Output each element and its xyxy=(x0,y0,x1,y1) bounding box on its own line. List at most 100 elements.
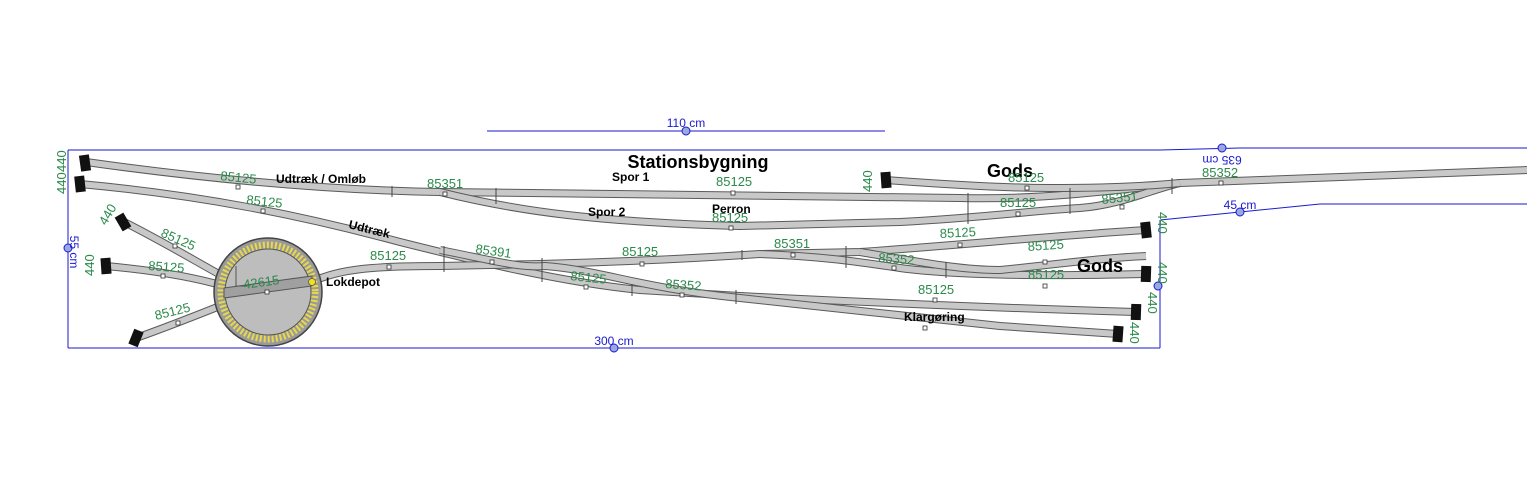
part-code: 85352 xyxy=(665,276,702,293)
turntable xyxy=(213,237,323,347)
dimension-markers xyxy=(63,126,1245,353)
part-marker xyxy=(1024,185,1030,191)
part-code: 85125 xyxy=(939,224,976,241)
buffer-code: 440 xyxy=(54,150,69,172)
part-marker xyxy=(1218,180,1224,186)
track-spur-2 xyxy=(105,263,225,289)
dim-marker-top xyxy=(681,126,691,136)
label-spor2: Spor 2 xyxy=(588,205,626,219)
dim-label-top: 110 cm xyxy=(667,116,705,130)
dim-marker-right-edge xyxy=(1153,281,1163,291)
buffer-code: 440 xyxy=(1127,322,1142,344)
dim-label-left: 55 cm xyxy=(67,236,81,269)
part-code: 85125 xyxy=(570,268,608,287)
part-marker xyxy=(386,264,392,270)
board-extension-top xyxy=(1159,147,1527,151)
track-spor2 xyxy=(439,180,1181,229)
track-joints xyxy=(391,178,1173,304)
part-marker xyxy=(442,191,448,197)
part-code: 85351 xyxy=(774,236,810,251)
part-codes: 85125 85125 85351 85125 85125 85125 8535… xyxy=(148,165,1238,323)
buffer-stop xyxy=(1140,265,1152,283)
buffer-code: 440 xyxy=(96,201,120,227)
turntable-pivot xyxy=(308,278,316,286)
dim-marker-right xyxy=(1235,207,1245,217)
label-stationsbygning: Stationsbygning xyxy=(628,152,769,172)
part-code: 85125 xyxy=(918,282,954,297)
dim-label-right-tilted: 635 cm xyxy=(1202,153,1241,167)
part-marker xyxy=(932,297,938,303)
buffer-stops xyxy=(74,154,1152,348)
part-code: 85125 xyxy=(148,258,185,275)
part-marker xyxy=(922,325,928,331)
track-klargoering xyxy=(439,247,1119,337)
buffer-stop xyxy=(1112,325,1124,343)
part-marker xyxy=(957,242,963,248)
part-marker xyxy=(790,252,796,258)
turntable-ring xyxy=(217,241,319,343)
buffer-stop xyxy=(1130,303,1142,321)
part-marker xyxy=(260,208,266,214)
turntable-code: 42615 xyxy=(242,272,280,292)
part-code: 85125 xyxy=(1000,195,1036,210)
part-code: 85125 xyxy=(1028,267,1064,282)
part-marker xyxy=(1119,204,1125,210)
buffer-stop xyxy=(128,328,144,348)
part-code: 85351 xyxy=(427,176,463,191)
label-gods-top: Gods xyxy=(987,161,1033,181)
part-code: 85125 xyxy=(246,192,284,211)
part-marker xyxy=(1042,283,1048,289)
part-marker xyxy=(583,284,589,290)
part-code: 85125 xyxy=(370,248,406,263)
buffer-stop xyxy=(74,175,86,193)
part-code: 85125 xyxy=(712,210,748,225)
label-spor1: Spor 1 xyxy=(612,170,650,184)
part-code: 85352 xyxy=(878,250,915,267)
buffer-code: 440 xyxy=(1155,262,1170,284)
track-spur-1 xyxy=(122,219,228,281)
buffer-code: 440 xyxy=(54,172,69,194)
part-code: 85125 xyxy=(1008,170,1044,185)
part-marker xyxy=(679,292,685,298)
part-code: 85125 xyxy=(622,244,658,259)
area-labels: Stationsbygning Gods Gods xyxy=(628,152,1124,276)
track-udtraek xyxy=(79,181,1137,315)
buffer-code: 440 xyxy=(1145,292,1160,314)
part-marker xyxy=(175,320,181,326)
part-marker xyxy=(235,184,241,190)
part-marker xyxy=(160,273,166,279)
part-marker xyxy=(264,289,270,295)
buffer-stop xyxy=(1140,221,1152,239)
label-udtraek-omloeb: Udtræk / Omløb xyxy=(276,172,366,186)
dim-label-right: 45 cm xyxy=(1224,198,1257,212)
track-lokdepot xyxy=(310,227,1147,285)
label-perron: Perron xyxy=(712,202,751,216)
buffer-stop xyxy=(880,171,892,189)
dim-marker-left xyxy=(63,243,73,253)
buffer-stop xyxy=(114,212,132,232)
dimension-labels: 110 cm 300 cm 55 cm 635 cm 45 cm xyxy=(67,116,1256,348)
label-gods-right: Gods xyxy=(1077,256,1123,276)
track-labels: Udtræk / Omløb Spor 1 Spor 2 Perron Udtr… xyxy=(276,170,965,324)
label-lokdepot: Lokdepot xyxy=(326,275,380,289)
buffer-code: 440 xyxy=(1155,212,1170,234)
buffer-code: 440 xyxy=(82,254,97,276)
part-code: 85391 xyxy=(475,241,513,261)
part-marker xyxy=(1042,259,1048,265)
part-marker xyxy=(639,261,645,267)
tracks xyxy=(79,158,1527,342)
part-marker xyxy=(891,265,897,271)
track-gods-middle xyxy=(859,249,1147,273)
buffer-stop xyxy=(100,257,112,275)
track-gods-lower xyxy=(759,251,1147,279)
part-marker xyxy=(728,225,734,231)
part-marker xyxy=(730,190,736,196)
part-code: 85125 xyxy=(716,174,752,189)
part-code: 85125 xyxy=(220,168,258,187)
board-extension-bottom xyxy=(1159,203,1527,221)
part-markers xyxy=(160,180,1224,331)
part-marker xyxy=(489,259,495,265)
dim-marker-right-top xyxy=(1217,143,1227,153)
buffer-code: 440 xyxy=(860,170,875,192)
